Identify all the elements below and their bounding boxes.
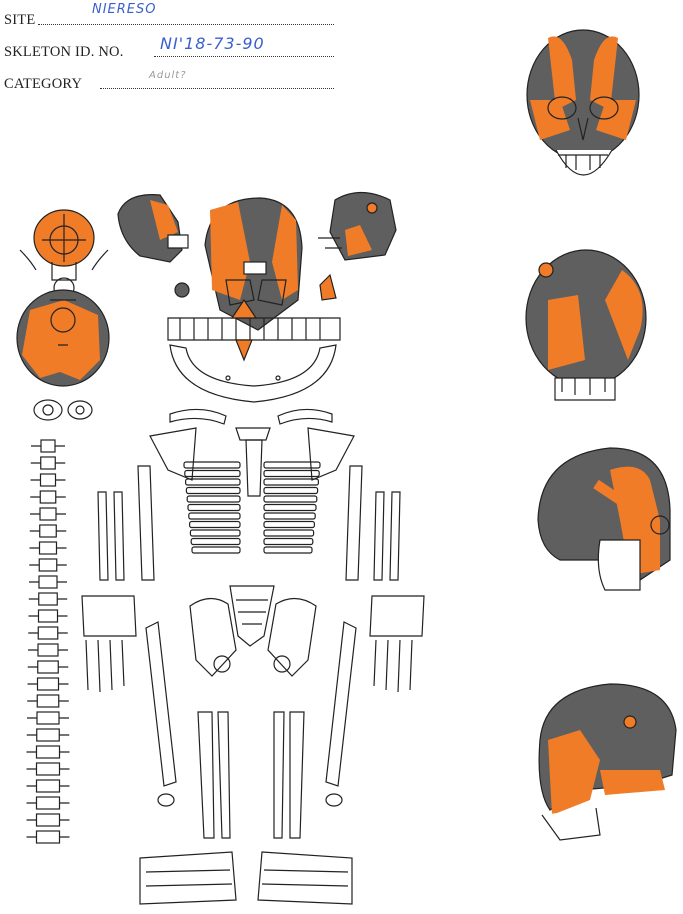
clavicles-icon	[170, 409, 332, 424]
cranium-superior-icon	[20, 210, 108, 298]
vertebra	[31, 474, 66, 486]
vertebra	[28, 644, 68, 656]
scapulae-icon	[150, 428, 354, 480]
rib	[187, 496, 240, 502]
rib	[264, 505, 316, 511]
vertebra	[30, 542, 67, 554]
pelvis-icon	[190, 598, 316, 676]
vertebra	[31, 457, 66, 469]
humeri-icon	[138, 466, 362, 580]
frontal-bone-icon	[118, 195, 188, 262]
feet-icon	[140, 852, 352, 904]
rib	[192, 547, 240, 553]
vertebra	[27, 831, 70, 843]
rib	[264, 522, 314, 528]
occipital-bone-icon	[318, 193, 396, 261]
vertebra	[30, 491, 66, 503]
vertebra	[27, 780, 70, 792]
sacrum-icon	[230, 586, 274, 646]
vertebra	[29, 593, 68, 605]
ribs-icon	[184, 462, 320, 553]
vertebra	[28, 661, 69, 673]
skull-back-icon	[526, 250, 646, 400]
vertebra	[27, 814, 70, 826]
tibiae-icon	[198, 712, 304, 838]
vertebra	[29, 576, 67, 588]
femurs-icon	[146, 622, 356, 786]
vertebra	[27, 746, 70, 758]
rib	[264, 547, 312, 553]
skull-left-icon	[538, 448, 670, 590]
rib	[190, 530, 240, 536]
vertebral-column-icon	[27, 440, 70, 843]
atlas-axis-icon	[34, 400, 92, 420]
vertebra	[29, 559, 67, 571]
mandible-icon	[170, 345, 336, 402]
vertebra	[30, 508, 66, 520]
vertebra	[27, 797, 70, 809]
skull-right-icon	[539, 684, 676, 840]
rib	[189, 513, 240, 519]
skull-front-icon	[527, 30, 639, 175]
cranium-base-icon	[17, 290, 109, 386]
rib	[191, 539, 240, 545]
facial-skull-icon	[175, 198, 336, 330]
rib	[264, 513, 315, 519]
vertebra	[27, 763, 70, 775]
rib	[264, 530, 314, 536]
vertebra	[29, 610, 68, 622]
vertebra	[30, 525, 67, 537]
rib	[190, 522, 240, 528]
vertebra	[27, 729, 70, 741]
rib	[264, 496, 317, 502]
vertebra	[28, 678, 69, 690]
vertebra	[28, 627, 68, 639]
patellae-icon	[158, 794, 342, 806]
rib	[186, 479, 240, 485]
forearms-icon	[98, 492, 400, 580]
rib	[264, 488, 318, 494]
rib	[188, 505, 240, 511]
vertebra	[27, 695, 69, 707]
vertebra	[31, 440, 65, 452]
rib	[264, 479, 318, 485]
rib	[186, 488, 240, 494]
rib	[264, 539, 313, 545]
vertebra	[27, 712, 69, 724]
